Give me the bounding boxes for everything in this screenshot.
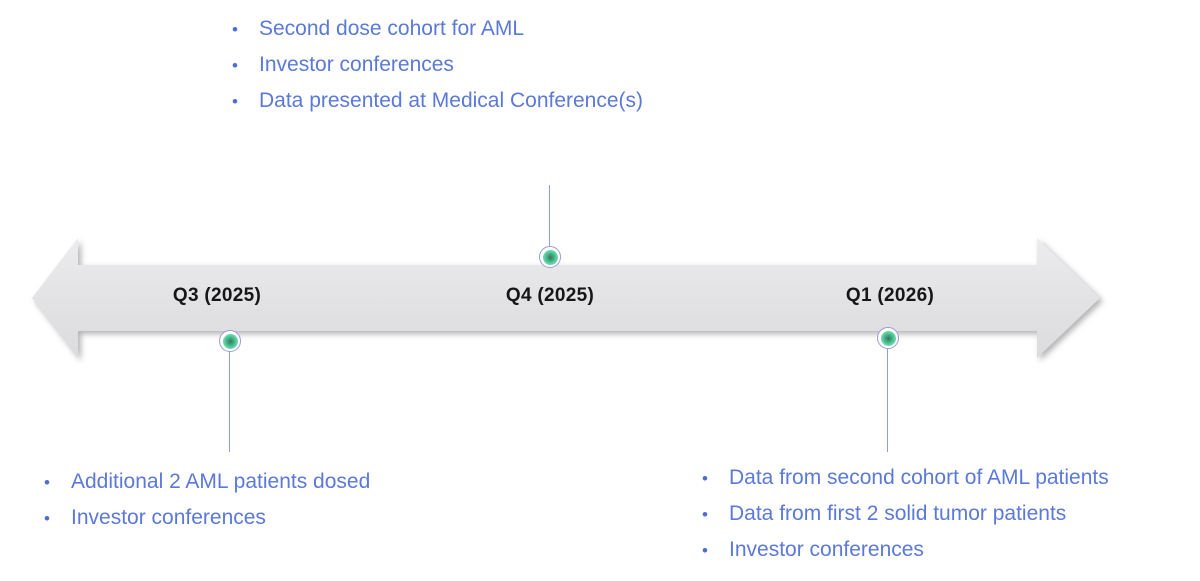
milestone-marker-q4 xyxy=(539,246,561,268)
milestone-marker-core xyxy=(542,249,558,265)
bullet-icon: • xyxy=(232,20,238,39)
bullet-icon: • xyxy=(702,469,708,488)
callout-text: Data presented at Medical Conference(s) xyxy=(259,89,644,112)
callout-list-q3: • Additional 2 AML patients dosed • Inve… xyxy=(44,464,370,536)
callout-text: Investor conferences xyxy=(729,538,924,561)
callout-list-q1: • Data from second cohort of AML patient… xyxy=(702,460,1109,568)
bullet-icon: • xyxy=(44,473,50,492)
callout-text: Second dose cohort for AML xyxy=(259,17,524,40)
callout-text: Additional 2 AML patients dosed xyxy=(71,470,371,493)
list-item: • Data from second cohort of AML patient… xyxy=(702,460,1109,496)
bullet-icon: • xyxy=(44,509,50,528)
bullet-icon: • xyxy=(702,541,708,560)
callout-text: Data from first 2 solid tumor patients xyxy=(729,502,1067,525)
list-item: • Second dose cohort for AML xyxy=(232,11,643,47)
list-item: • Additional 2 AML patients dosed xyxy=(44,464,370,500)
list-item: • Investor conferences xyxy=(232,47,643,83)
milestone-marker-q1 xyxy=(877,327,899,349)
quarter-label-q1-2026: Q1 (2026) xyxy=(845,285,935,306)
callout-list-q4: • Second dose cohort for AML • Investor … xyxy=(232,11,643,119)
list-item: • Data from first 2 solid tumor patients xyxy=(702,496,1109,532)
connector-line-q1 xyxy=(887,349,888,452)
timeline-arrow xyxy=(32,238,1100,358)
quarter-label-q3-2025: Q3 (2025) xyxy=(172,285,262,306)
milestone-marker-q3 xyxy=(219,330,241,352)
milestone-marker-core xyxy=(880,330,896,346)
milestone-marker-core xyxy=(222,333,238,349)
connector-line-q3 xyxy=(229,352,230,452)
bullet-icon: • xyxy=(232,92,238,111)
callout-text: Data from second cohort of AML patients xyxy=(729,466,1109,489)
list-item: • Data presented at Medical Conference(s… xyxy=(232,83,643,119)
callout-text: Investor conferences xyxy=(259,53,454,76)
bullet-icon: • xyxy=(232,56,238,75)
connector-line-q4 xyxy=(549,185,550,247)
list-item: • Investor conferences xyxy=(44,500,370,536)
bullet-icon: • xyxy=(702,505,708,524)
list-item: • Investor conferences xyxy=(702,532,1109,568)
quarter-label-q4-2025: Q4 (2025) xyxy=(505,285,595,306)
callout-text: Investor conferences xyxy=(71,506,266,529)
